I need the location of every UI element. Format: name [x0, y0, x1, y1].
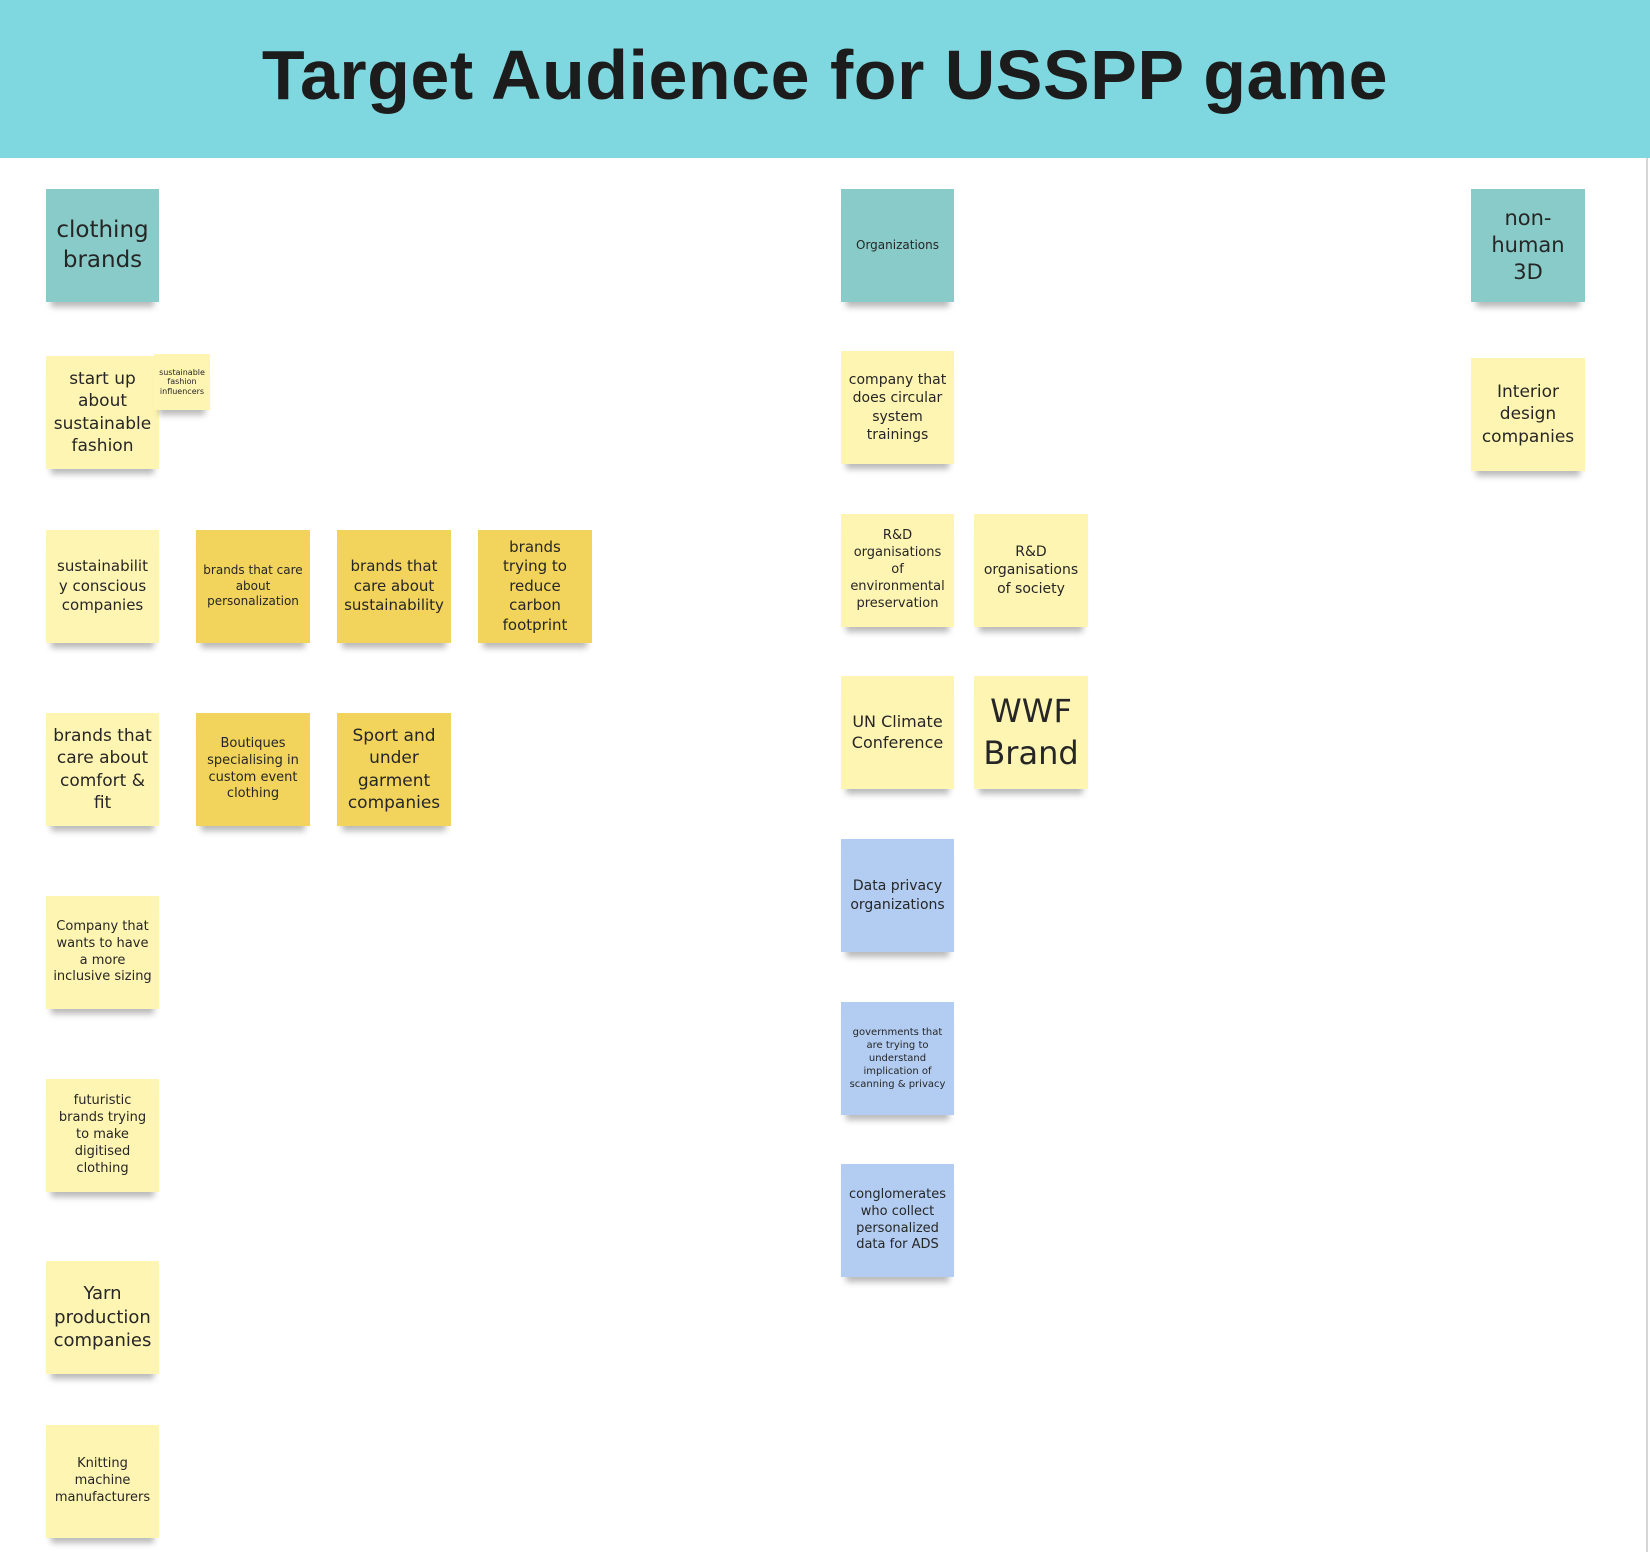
sticky-note-un-climate[interactable]: UN Climate Conference — [841, 676, 954, 789]
sticky-note-text: Yarn production companies — [53, 1283, 152, 1352]
sticky-note-rd-environmental[interactable]: R&D organisations of environmental prese… — [841, 514, 954, 627]
sticky-note-text: WWF Brand — [983, 691, 1079, 772]
sticky-note-text: UN Climate Conference — [851, 711, 944, 752]
sticky-note-sport-under-garment[interactable]: Sport and under garment companies — [337, 713, 451, 826]
sticky-note-text: brands that care about sustainability — [344, 557, 444, 615]
sticky-note-text: governments that are trying to understan… — [849, 1027, 946, 1090]
sticky-note-sustainability-conscious-companies[interactable]: sustainability conscious companies — [46, 530, 159, 643]
sticky-note-text: Company that wants to have a more inclus… — [53, 918, 152, 985]
sticky-note-governments-scanning-privacy[interactable]: governments that are trying to understan… — [841, 1002, 954, 1115]
sticky-note-futuristic-brands[interactable]: futuristic brands trying to make digitis… — [46, 1079, 159, 1192]
sticky-note-data-privacy-orgs[interactable]: Data privacy organizations — [841, 839, 954, 952]
sticky-note-organizations[interactable]: Organizations — [841, 189, 954, 302]
sticky-note-non-human-3d[interactable]: non-human 3D — [1471, 189, 1585, 302]
sticky-note-text: R&D organisations of environmental prese… — [850, 528, 945, 611]
sticky-note-interior-design[interactable]: Interior design companies — [1471, 358, 1585, 471]
sticky-note-start-up-sustainable-fashion[interactable]: start up about sustainable fashion — [46, 356, 159, 469]
sticky-note-clothing-brands[interactable]: clothing brands — [46, 189, 159, 302]
sticky-note-text: brands trying to reduce carbon footprint — [502, 537, 568, 634]
sticky-note-sustainable-fashion-influencers[interactable]: sustainable fashion influencers — [154, 354, 210, 410]
sticky-note-text: conglomerates who collect personalized d… — [849, 1186, 946, 1253]
board-title: Target Audience for USSPP game — [261, 36, 1389, 114]
sticky-note-text: Knitting machine manufacturers — [54, 1456, 151, 1505]
sticky-note-inclusive-sizing[interactable]: Company that wants to have a more inclus… — [46, 896, 159, 1009]
canvas-edge-divider — [1646, 158, 1648, 1552]
sticky-note-boutiques-custom-event[interactable]: Boutiques specialising in custom event c… — [196, 713, 310, 826]
sticky-note-text: Interior design companies — [1481, 382, 1575, 447]
sticky-note-text: R&D organisations of society — [983, 544, 1079, 597]
sticky-note-text: futuristic brands trying to make digitis… — [58, 1093, 147, 1176]
sticky-note-text: brands that care about personalization — [203, 563, 303, 609]
sticky-note-brands-comfort-fit[interactable]: brands that care about comfort & fit — [46, 713, 159, 826]
sticky-note-yarn-production[interactable]: Yarn production companies — [46, 1261, 159, 1374]
sticky-note-text: Organizations — [856, 237, 939, 252]
sticky-note-text: start up about sustainable fashion — [53, 369, 152, 456]
sticky-note-circular-system-trainings[interactable]: company that does circular system traini… — [841, 351, 954, 464]
sticky-note-text: sustainable fashion influencers — [159, 368, 205, 396]
sticky-note-text: clothing brands — [56, 216, 149, 273]
sticky-note-rd-society[interactable]: R&D organisations of society — [974, 514, 1088, 627]
sticky-note-brands-carbon-footprint[interactable]: brands trying to reduce carbon footprint — [478, 530, 592, 643]
sticky-note-brands-personalization[interactable]: brands that care about personalization — [196, 530, 310, 643]
sticky-note-text: brands that care about comfort & fit — [53, 726, 152, 813]
board-header: Target Audience for USSPP game — [0, 0, 1650, 158]
sticky-note-conglomerates-ads[interactable]: conglomerates who collect personalized d… — [841, 1164, 954, 1277]
sticky-note-text: sustainability conscious companies — [57, 557, 148, 615]
sticky-note-text: non-human 3D — [1491, 205, 1565, 285]
sticky-note-text: Data privacy organizations — [850, 878, 945, 913]
sticky-note-text: Sport and under garment companies — [347, 726, 441, 813]
sticky-note-knitting-machine[interactable]: Knitting machine manufacturers — [46, 1425, 159, 1538]
sticky-note-brands-sustainability[interactable]: brands that care about sustainability — [337, 530, 451, 643]
sticky-note-text: Boutiques specialising in custom event c… — [207, 735, 299, 802]
sticky-note-text: company that does circular system traini… — [848, 372, 947, 443]
sticky-note-wwf-brand[interactable]: WWF Brand — [974, 676, 1088, 789]
